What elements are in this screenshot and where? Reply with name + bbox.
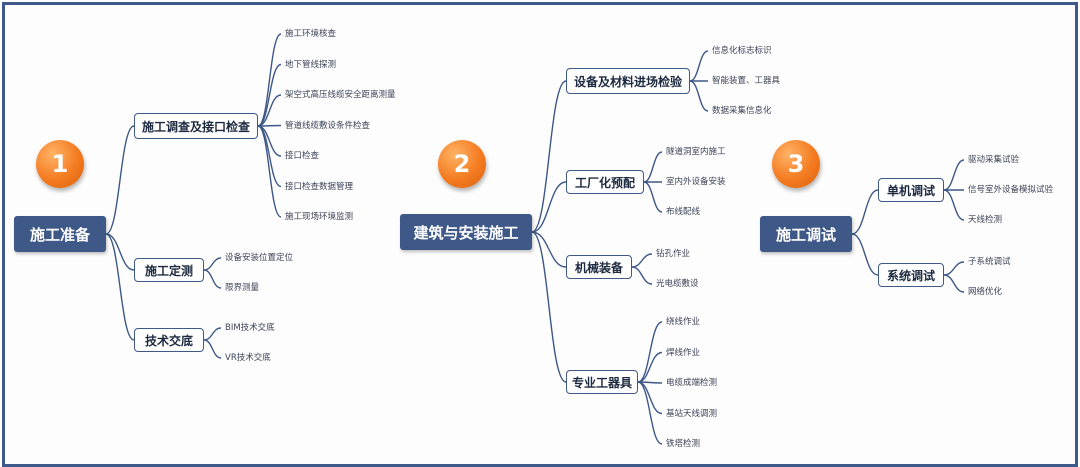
branch-connector	[531, 231, 567, 383]
leaf-item: 施工现场环境监测	[285, 212, 354, 222]
sub-node: 机械装备	[566, 255, 632, 279]
leaf-connector	[631, 266, 653, 285]
leaf-connector	[257, 33, 282, 127]
step-badge: 3	[772, 140, 820, 188]
leaf-item: 布线配线	[666, 207, 701, 217]
leaf-connector	[943, 274, 965, 293]
branch-connector	[105, 125, 135, 235]
connector-lines	[105, 33, 965, 445]
leaf-item: 智能装置、工器具	[712, 76, 781, 86]
leaf-item: 基站天线调测	[666, 408, 718, 419]
leaf-connector	[203, 339, 222, 359]
leaf-item: 焊线作业	[666, 347, 701, 358]
leaf-connector	[257, 125, 282, 188]
leaf-connector	[203, 327, 222, 341]
leaf-connector	[943, 189, 965, 221]
branch-connector	[851, 233, 879, 276]
leaf-connector	[257, 124, 282, 127]
sub-node: 单机调试	[878, 178, 944, 202]
leaf-item: 信息化标志标识	[712, 46, 772, 56]
leaf-item: 管道线缆敷设条件检查	[285, 120, 371, 131]
leaf-connector	[637, 381, 663, 415]
leaf-connector	[257, 125, 282, 218]
leaf-connector	[689, 80, 709, 112]
leaf-connector	[943, 261, 965, 276]
leaf-item: 接口检查数据管理	[285, 181, 354, 192]
leaf-connector	[203, 257, 222, 271]
leaf-item: 绕线作业	[666, 317, 701, 327]
leaf-item: 接口检查	[285, 151, 320, 161]
sub-node: 设备及材料进场检验	[566, 68, 690, 94]
leaf-connector	[943, 159, 965, 191]
branch-connector	[851, 189, 879, 235]
leaf-connector	[257, 63, 282, 127]
leaf-item: 驱动采集试验	[968, 155, 1020, 165]
step-badge: 2	[438, 140, 486, 188]
root-node: 建筑与安装施工	[400, 214, 532, 250]
leaf-connector	[203, 269, 222, 289]
sub-node: 施工调查及接口检查	[134, 113, 258, 139]
leaf-item: 天线检测	[968, 215, 1003, 225]
leaf-item: 室内外设备安装	[666, 177, 726, 187]
branch-connector	[531, 80, 567, 233]
leaf-item: 限界测量	[225, 283, 260, 293]
leaf-item: 隧道洞室内施工	[666, 147, 726, 157]
leaf-connector	[637, 321, 663, 383]
leaf-connector	[643, 181, 663, 213]
leaf-item: 子系统调试	[968, 257, 1011, 267]
sub-node: 施工定测	[134, 258, 204, 282]
leaf-item: 电缆成端检测	[666, 378, 718, 388]
leaf-connector	[689, 50, 709, 82]
sub-node: 工厂化预配	[566, 170, 644, 194]
leaf-item: 信号室外设备模拟试验	[968, 185, 1054, 195]
leaf-connector	[643, 151, 663, 183]
leaf-item: 架空式高压线缆安全距离测量	[285, 90, 396, 100]
branch-connector	[105, 233, 135, 341]
leaf-item: 铁塔检测	[666, 439, 701, 449]
sub-node: 系统调试	[878, 263, 944, 287]
branch-connector	[531, 231, 567, 268]
leaf-item: 数据采集信息化	[712, 106, 772, 116]
leaf-item: 光电缆敷设	[656, 279, 699, 289]
leaf-item: VR技术交底	[225, 353, 271, 363]
leaf-item: 网络优化	[968, 287, 1003, 297]
leaf-item: 设备安装位置定位	[225, 253, 294, 263]
sub-node: 技术交底	[134, 328, 204, 352]
leaf-item: BIM技术交底	[225, 323, 275, 333]
leaf-connector	[257, 94, 282, 127]
branch-connector	[105, 233, 135, 271]
leaf-item: 施工环境核查	[285, 29, 337, 39]
leaf-item: 地下管线探测	[285, 59, 337, 70]
sub-node: 专业工器具	[566, 370, 638, 394]
root-node: 施工调试	[760, 216, 852, 252]
root-node: 施工准备	[14, 216, 106, 252]
step-badge: 1	[36, 140, 84, 188]
leaf-connector	[637, 351, 663, 383]
leaf-connector	[631, 253, 653, 268]
leaf-connector	[637, 381, 663, 445]
branch-connector	[531, 181, 567, 233]
leaf-item: 钻孔作业	[656, 249, 691, 259]
